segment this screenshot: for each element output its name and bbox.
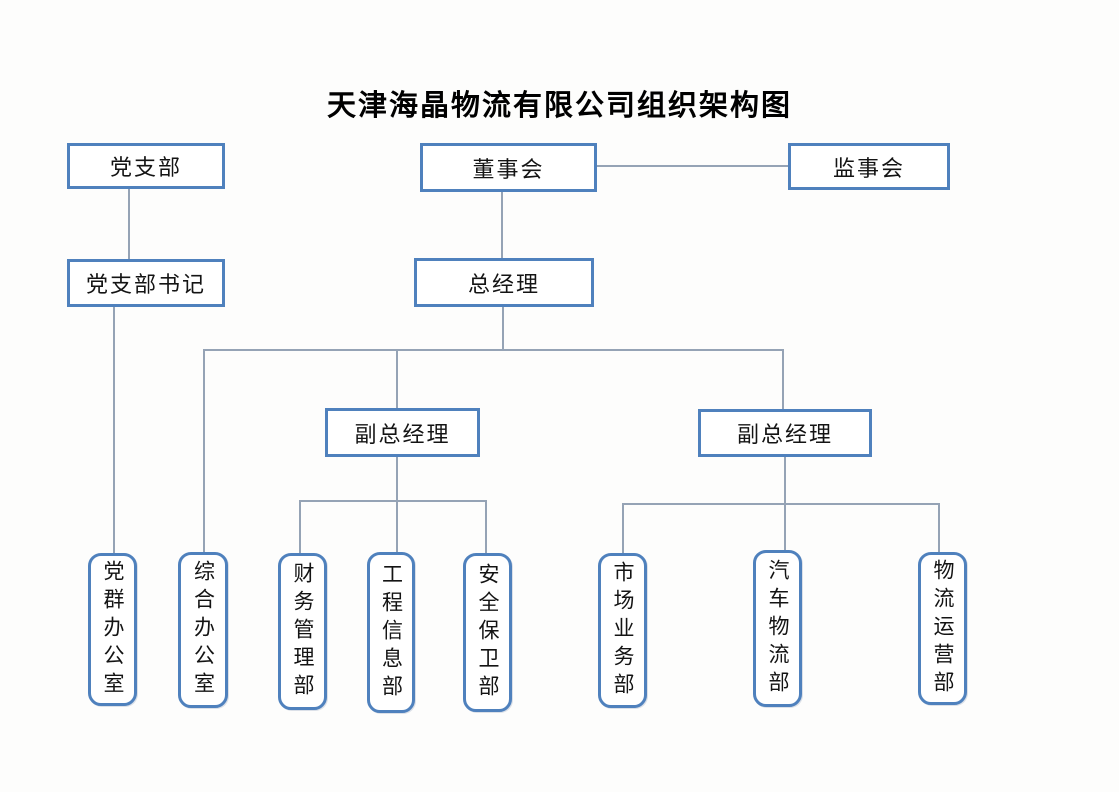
connector-partybranch-secretary — [128, 189, 130, 259]
node-party-branch-label: 党支部 — [109, 155, 182, 180]
connector-right-branch — [622, 503, 940, 505]
dept-label: 物流运营部 — [931, 558, 955, 699]
connector-board-supervisory — [597, 165, 788, 167]
node-dept-logistics-operations: 物流运营部 — [918, 552, 967, 705]
node-party-branch: 党支部 — [67, 143, 225, 189]
dept-label: 财务管理部 — [291, 561, 315, 702]
node-deputy-gm-left-label: 副总经理 — [354, 421, 451, 447]
node-dept-engineering-info: 工程信息部 — [367, 552, 415, 713]
node-party-secretary: 党支部书记 — [67, 259, 225, 307]
dept-label: 安全保卫部 — [476, 562, 500, 703]
node-dept-market-business: 市场业务部 — [598, 553, 647, 708]
node-board-label: 董事会 — [472, 156, 545, 182]
chart-title: 天津海晶物流有限公司组织架构图 — [326, 90, 792, 122]
dept-label: 综合办公室 — [191, 560, 216, 700]
node-deputy-gm-right: 副总经理 — [698, 409, 872, 457]
connector-gm-distribution — [203, 349, 784, 351]
node-dept-party-mass-office: 党群办公室 — [88, 553, 137, 706]
connector-left-branch — [299, 500, 487, 502]
node-deputy-gm-left: 副总经理 — [325, 408, 480, 457]
connector-drop-deputy-left — [396, 349, 398, 408]
node-dept-auto-logistics: 汽车物流部 — [753, 550, 802, 707]
dept-label: 汽车物流部 — [766, 558, 790, 699]
dept-label: 党群办公室 — [101, 559, 125, 700]
node-board: 董事会 — [420, 143, 597, 192]
node-party-secretary-label: 党支部书记 — [85, 272, 206, 297]
node-supervisory-board-label: 监事会 — [832, 155, 905, 181]
connector-secretary-party-office — [113, 306, 115, 554]
connector-drop-general-office — [203, 349, 205, 553]
node-general-manager-label: 总经理 — [467, 271, 540, 297]
connector-deputyleft-engineering — [396, 456, 398, 553]
connector-drop-market — [622, 503, 624, 553]
node-dept-security: 安全保卫部 — [463, 553, 512, 712]
connector-gm-down — [502, 306, 504, 350]
dept-label: 市场业务部 — [611, 560, 635, 701]
connector-drop-security — [485, 500, 487, 553]
dept-label: 工程信息部 — [379, 562, 404, 703]
node-dept-general-office: 综合办公室 — [178, 552, 228, 708]
connector-drop-finance — [299, 500, 301, 553]
connector-drop-deputy-right — [782, 349, 784, 409]
connector-drop-logistics-ops — [938, 503, 940, 552]
node-supervisory-board: 监事会 — [788, 143, 950, 190]
node-deputy-gm-right-label: 副总经理 — [736, 422, 833, 447]
connector-board-gm — [501, 192, 503, 258]
node-general-manager: 总经理 — [414, 258, 594, 307]
node-dept-finance: 财务管理部 — [278, 553, 327, 710]
